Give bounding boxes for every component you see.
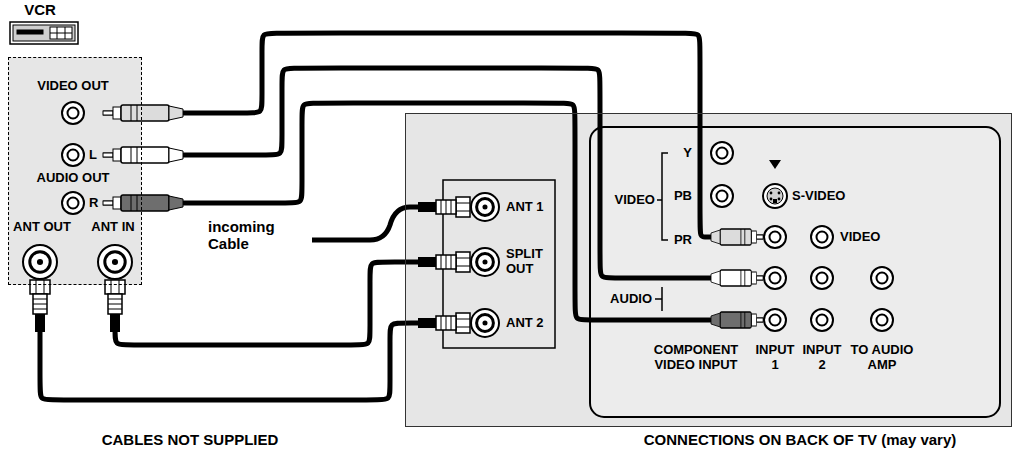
cable-label: incoming Cable bbox=[208, 218, 275, 253]
antenna-jack: SPLIT OUT bbox=[470, 247, 500, 277]
jack-label: Y bbox=[683, 146, 692, 161]
jack-label: ANT 2 bbox=[506, 316, 544, 331]
jack-label: VIDEO bbox=[840, 230, 880, 245]
input-panel bbox=[590, 127, 1000, 417]
group-label: VIDEO bbox=[615, 193, 655, 208]
f-plug bbox=[418, 252, 470, 272]
jack-label: SPLIT OUT bbox=[506, 247, 543, 277]
jack-shape bbox=[22, 244, 58, 280]
tv-back-panel: ANT 1SPLIT OUTANT 2COMPONENT VIDEO INPUT… bbox=[405, 113, 1012, 427]
rca-jack: L bbox=[61, 143, 103, 167]
jack-label: VIDEO OUT bbox=[37, 79, 109, 94]
jack-column-shape bbox=[810, 224, 834, 332]
antenna-jack: ANT OUT bbox=[22, 244, 58, 280]
jack-label: COMPONENT VIDEO INPUT bbox=[644, 343, 748, 373]
f-plug bbox=[30, 280, 50, 332]
cable bbox=[115, 262, 470, 345]
jack-label: TO AUDIO AMP bbox=[840, 343, 924, 373]
cable bbox=[103, 68, 763, 278]
jack-label: INPUT 2 bbox=[803, 343, 842, 373]
jack-shape bbox=[61, 101, 103, 125]
jack-label: ANT 1 bbox=[506, 200, 544, 215]
jack-shape bbox=[97, 244, 133, 280]
rca-plug bbox=[103, 105, 183, 121]
jack-column-shape bbox=[870, 265, 894, 332]
jack-label: PR bbox=[674, 233, 692, 248]
f-plug bbox=[418, 313, 470, 333]
tv-back-fill bbox=[405, 113, 1012, 427]
jack-column-shape bbox=[763, 183, 787, 332]
audio-bracket bbox=[655, 287, 662, 311]
group-label: AUDIO bbox=[610, 292, 652, 307]
jack-shape bbox=[470, 192, 500, 222]
device-name: VCR bbox=[24, 1, 56, 18]
rca-plug bbox=[711, 312, 763, 328]
jack-label: R bbox=[89, 196, 98, 211]
vcr-panel-fill bbox=[8, 57, 142, 285]
f-plug bbox=[105, 280, 125, 332]
rca-plug bbox=[103, 147, 183, 163]
antenna-jack: ANT 1 bbox=[470, 192, 500, 222]
jack-label: L bbox=[89, 148, 97, 163]
video-bracket bbox=[657, 153, 668, 240]
jack-label: PB bbox=[674, 189, 692, 204]
input-column: INPUT 2 bbox=[810, 224, 834, 332]
jack-label: S-VIDEO bbox=[792, 189, 845, 204]
rca-jack: R bbox=[61, 191, 103, 215]
s-video-marker bbox=[769, 160, 781, 169]
rca-plug bbox=[711, 270, 763, 286]
jack-label: ANT IN bbox=[91, 220, 134, 235]
jack-shape bbox=[470, 247, 500, 277]
panel-caption: CONNECTIONS ON BACK OF TV (may vary) bbox=[644, 431, 957, 448]
jack-label: INPUT 1 bbox=[756, 343, 795, 373]
antenna-jack: ANT IN bbox=[97, 244, 133, 280]
group-label: AUDIO OUT bbox=[37, 171, 110, 186]
jack-shape bbox=[470, 308, 500, 338]
antenna-jack: ANT 2 bbox=[470, 308, 500, 338]
input-column: TO AUDIO AMP bbox=[870, 265, 894, 332]
input-column: COMPONENT VIDEO INPUT bbox=[710, 141, 734, 332]
vcr-icon bbox=[10, 22, 78, 44]
rca-plug bbox=[711, 229, 763, 245]
f-plug bbox=[418, 197, 470, 217]
cable bbox=[103, 33, 763, 237]
jack-label: ANT OUT bbox=[13, 220, 71, 235]
jack-column-shape bbox=[710, 141, 734, 332]
cable bbox=[103, 103, 763, 320]
rca-plug bbox=[103, 195, 183, 211]
rca-jack: VIDEO OUT bbox=[61, 101, 103, 125]
input-column: INPUT 1 bbox=[763, 183, 787, 332]
note-label: CABLES NOT SUPPLIED bbox=[102, 431, 279, 448]
